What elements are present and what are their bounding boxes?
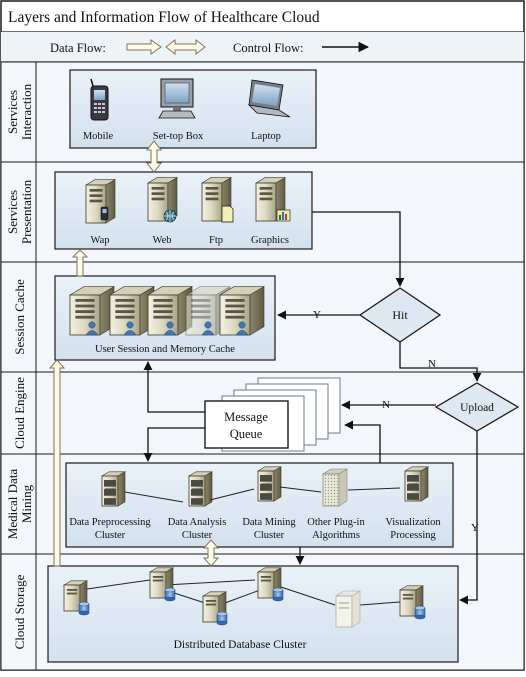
layer-labels: Services Interaction Services Presentati… [5, 83, 34, 649]
message-queue: Message Queue [204, 377, 341, 452]
cache-to-presentation-data-arrow [71, 249, 89, 277]
cache-panel-label: User Session and Memory Cache [95, 344, 235, 355]
settop-box-icon [158, 78, 196, 119]
hit-no-arrow [399, 342, 482, 382]
device-label-settop: Set-top Box [153, 131, 204, 142]
cache-server-3 [146, 286, 194, 336]
wap-server-icon [84, 179, 117, 224]
hit-yes-label: Y [313, 309, 321, 321]
cluster-label-analysis-1: Data Analysis [168, 517, 227, 528]
presentation-servers [84, 177, 287, 224]
hit-label: Hit [392, 308, 408, 322]
queue-label-2: Queue [230, 427, 263, 441]
layer-label-engine: Cloud Engine [12, 377, 27, 449]
queue-label-1: Message [224, 410, 268, 424]
server-label-wap: Wap [91, 235, 110, 246]
cache-user-icon-4 [201, 321, 215, 336]
queue-to-mining-arrow [143, 427, 205, 462]
upload-yes-label: Y [471, 522, 479, 534]
preprocessing-cluster-icon [100, 471, 127, 507]
cluster-label-mining-1: Data Mining [242, 517, 296, 528]
mining-storage-data-arrow [202, 539, 220, 567]
layer-label-presentation-2: Presentation [19, 179, 34, 244]
storage-node-2-database-icon [164, 587, 176, 602]
storage-node-6-database-icon [414, 605, 426, 620]
legend-data-flow-label: Data Flow: [50, 41, 106, 55]
ftp-document-icon [221, 205, 234, 223]
laptop-icon [247, 79, 291, 118]
server-label-ftp: Ftp [209, 235, 223, 246]
queue-to-cache-arrow [143, 361, 205, 413]
visualization-cluster-icon [403, 466, 430, 502]
layer-label-mining-2: Mining [19, 484, 34, 523]
storage-node-1-database-icon [78, 601, 90, 616]
cache-user-icon-2 [123, 321, 137, 336]
cache-server-5 [218, 286, 266, 336]
cluster-label-visualization-1: Visualization [385, 517, 441, 528]
storage-node-4-database-icon [272, 587, 284, 602]
server-label-graphics: Graphics [251, 235, 289, 246]
graphics-chart-icon [276, 209, 291, 222]
cache-server-2 [108, 286, 156, 336]
cache-user-icon-3 [163, 321, 177, 336]
storage-panel-label: Distributed Database Cluster [174, 639, 307, 651]
diagram-title: Layers and Information Flow of Healthcar… [8, 9, 320, 26]
server-label-web: Web [153, 235, 172, 246]
storage-to-cache-data-arrow [48, 359, 66, 567]
layer-label-mining-1: Medical Data [5, 469, 20, 540]
upload-yes-arrow [459, 431, 478, 605]
cluster-label-plugin-2: Algorithms [312, 530, 360, 541]
storage-node-3-database-icon [216, 611, 228, 626]
storage-panel [47, 565, 459, 663]
mining-servers [100, 466, 430, 507]
cache-servers [68, 286, 266, 336]
layer-label-interaction-1: Services [5, 90, 20, 134]
storage-servers [62, 567, 426, 626]
analysis-cluster-icon [187, 471, 214, 507]
hit-no-label: N [428, 358, 436, 370]
control-flow-arrows [143, 211, 482, 605]
layer-label-interaction-2: Interaction [19, 83, 34, 140]
plugin-algorithms-icon [321, 468, 349, 507]
device-label-laptop: Laptop [251, 131, 281, 142]
mining-cluster-icon [256, 466, 283, 502]
layer-label-storage: Cloud Storage [12, 574, 27, 649]
cache-server-1 [68, 286, 116, 336]
cluster-label-mining-2: Cluster [254, 530, 285, 541]
mining-links [124, 486, 401, 503]
mining-to-queue-arrow [344, 420, 381, 463]
graphics-server-icon [254, 177, 287, 222]
wap-phone-badge [100, 206, 109, 221]
device-label-mobile: Mobile [83, 131, 114, 142]
cluster-label-preprocessing-1: Data Preprocessing [69, 517, 151, 528]
data-flow-arrows [48, 140, 220, 567]
cluster-label-analysis-2: Cluster [182, 530, 213, 541]
web-globe-icon [163, 209, 177, 223]
storage-empty-rack-icon [334, 590, 362, 628]
layer-label-cache: Session Cache [12, 279, 27, 355]
cluster-label-plugin-1: Other Plug-in [307, 517, 365, 528]
storage-node-4 [256, 567, 283, 599]
upload-no-label: N [382, 399, 390, 411]
cache-user-icon-5 [235, 321, 249, 336]
cache-user-icon-1 [85, 321, 99, 336]
layer-label-presentation-1: Services [5, 190, 20, 234]
presentation-to-hit-arrow [312, 211, 405, 287]
interaction-presentation-data-arrow [145, 140, 163, 173]
legend-control-flow-label: Control Flow: [233, 41, 304, 55]
mobile-icon [90, 78, 109, 121]
web-server-icon [146, 177, 179, 222]
upload-label: Upload [460, 402, 494, 414]
cluster-label-preprocessing-2: Cluster [95, 530, 126, 541]
cluster-label-visualization-2: Processing [390, 530, 436, 541]
legend-data-flow-arrows [126, 38, 206, 56]
